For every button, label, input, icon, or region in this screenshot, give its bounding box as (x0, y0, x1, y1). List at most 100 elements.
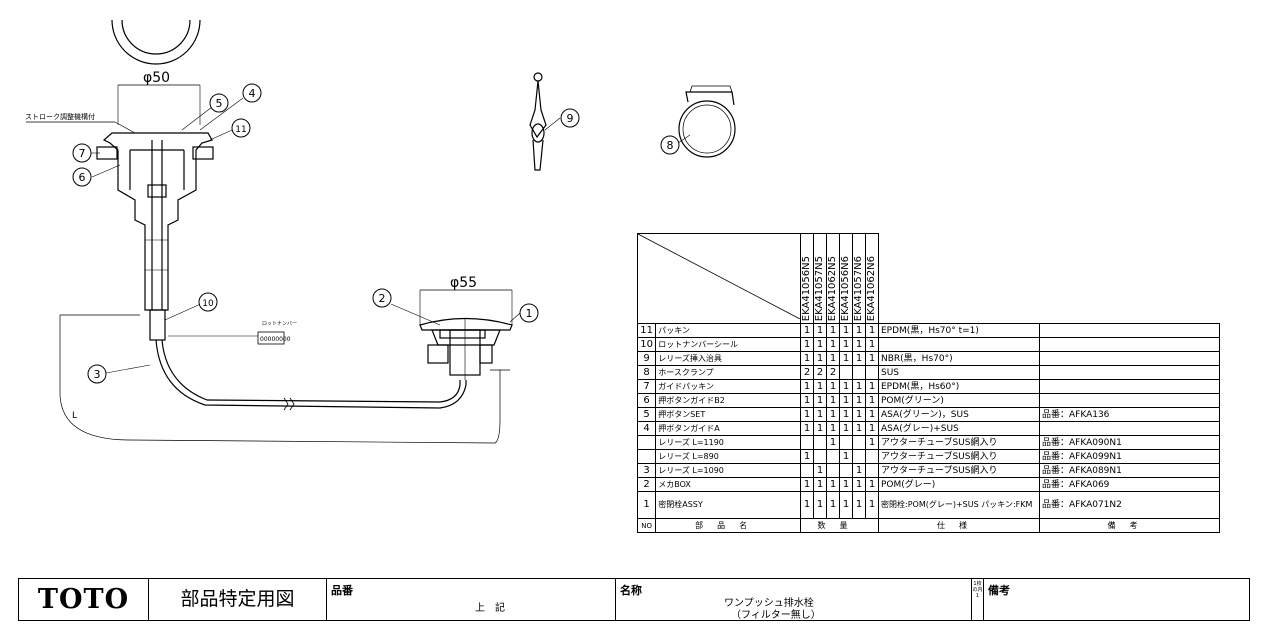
title-block: TOTO 部品特定用図 品番 上記 名称 ワンプッシュ排水栓 （フィルター無し）… (18, 578, 1250, 621)
product-name-label: 名称 (620, 584, 642, 597)
part-qty: 1 (839, 393, 853, 408)
part-remarks: 品番：AFKA089N1 (1039, 463, 1220, 478)
part-qty: 1 (813, 393, 827, 408)
part-qty: 1 (826, 337, 840, 352)
footer-qty: 数量 (800, 518, 879, 533)
part-qty: 1 (800, 449, 814, 464)
model-col: EKA41062N5 (826, 233, 840, 324)
part-no: 11 (636, 323, 657, 338)
header-blank (878, 233, 1220, 324)
model-col: EKA41057N6 (852, 233, 866, 324)
part-spec: ASA(グレー)+SUS (878, 421, 1040, 436)
part-qty: 1 (800, 491, 814, 519)
part-qty: 1 (813, 477, 827, 492)
part-qty: 1 (839, 491, 853, 519)
product-name-cell: 名称 ワンプッシュ排水栓 （フィルター無し） (616, 579, 972, 621)
callout-6: 6 (79, 171, 86, 184)
part-no: 9 (636, 351, 657, 366)
callout-2: 2 (379, 292, 386, 305)
part-qty: 1 (826, 407, 840, 422)
part-spec: POM(グリーン) (878, 393, 1040, 408)
header-diagonal (638, 234, 800, 320)
part-qty (813, 435, 827, 450)
part-qty: 1 (865, 421, 879, 436)
model-name: EKA41062N6 (866, 255, 878, 321)
part-qty: 2 (826, 365, 840, 380)
part-spec: NBR(黒，Hs70°) (878, 351, 1040, 366)
callout-3: 3 (94, 368, 101, 381)
footer-remarks: 備考 (1039, 518, 1220, 533)
part-qty: 1 (839, 477, 853, 492)
part-qty: 1 (800, 407, 814, 422)
model-name: EKA41056N5 (801, 255, 813, 321)
part-qty: 1 (800, 337, 814, 352)
part-name: レリーズ挿入治具 (655, 351, 801, 366)
part-qty (826, 463, 840, 478)
callout-1: 1 (526, 307, 533, 320)
part-qty (865, 449, 879, 464)
part-qty: 1 (852, 491, 866, 519)
part-qty: 2 (813, 365, 827, 380)
part-qty: 1 (800, 477, 814, 492)
callout-4: 4 (249, 87, 256, 100)
part-remarks (1039, 421, 1220, 436)
part-number-cell: 品番 上記 (327, 579, 616, 620)
part-qty: 1 (852, 407, 866, 422)
sheet-number: 1枚の内1 (972, 581, 983, 599)
callout-8: 8 (667, 139, 674, 152)
part-qty (826, 449, 840, 464)
dim-phi50: φ50 (143, 70, 170, 86)
part-name: レリーズ L=890 (655, 449, 801, 464)
dim-L: L (72, 411, 77, 421)
remarks-cell: 備考 (984, 579, 1249, 620)
part-qty (839, 365, 853, 380)
part-qty (852, 435, 866, 450)
sheet-cell: 1枚の内1 (972, 579, 984, 620)
part-qty: 2 (800, 365, 814, 380)
part-qty: 1 (865, 435, 879, 450)
part-qty: 1 (839, 421, 853, 436)
part-qty (865, 463, 879, 478)
model-name: EKA41062N5 (827, 255, 839, 321)
part-qty: 1 (813, 351, 827, 366)
part-qty: 1 (865, 379, 879, 394)
part-qty: 1 (800, 351, 814, 366)
part-spec: アウターチューブSUS網入り (878, 435, 1040, 450)
part-no: 5 (636, 407, 657, 422)
part-no (636, 435, 657, 450)
part-no: 10 (636, 337, 657, 352)
part-name: 密閉栓ASSY (655, 491, 801, 519)
part-qty: 1 (800, 421, 814, 436)
part-qty: 1 (865, 337, 879, 352)
part-remarks: 品番：AFKA136 (1039, 407, 1220, 422)
part-name: ホースクランプ (655, 365, 801, 380)
model-name: EKA41056N6 (840, 255, 852, 321)
part-no: 6 (636, 393, 657, 408)
part-spec: SUS (878, 365, 1040, 380)
part-qty: 1 (813, 463, 827, 478)
model-header-row: EKA41056N5 EKA41057N5 EKA41062N5 EKA4105… (637, 233, 1220, 324)
footer-name: 部品名 (655, 518, 801, 533)
remarks-label: 備考 (988, 584, 1010, 597)
model-col: EKA41062N6 (865, 233, 879, 324)
part-no: 1 (636, 491, 657, 519)
part-qty: 1 (813, 379, 827, 394)
part-remarks (1039, 351, 1220, 366)
part-name: ロットナンバーシール (655, 337, 801, 352)
part-qty: 1 (813, 407, 827, 422)
part-qty: 1 (839, 407, 853, 422)
part-qty: 1 (852, 477, 866, 492)
part-qty: 1 (826, 393, 840, 408)
part-qty: 1 (813, 421, 827, 436)
part-name: レリーズ L=1190 (655, 435, 801, 450)
